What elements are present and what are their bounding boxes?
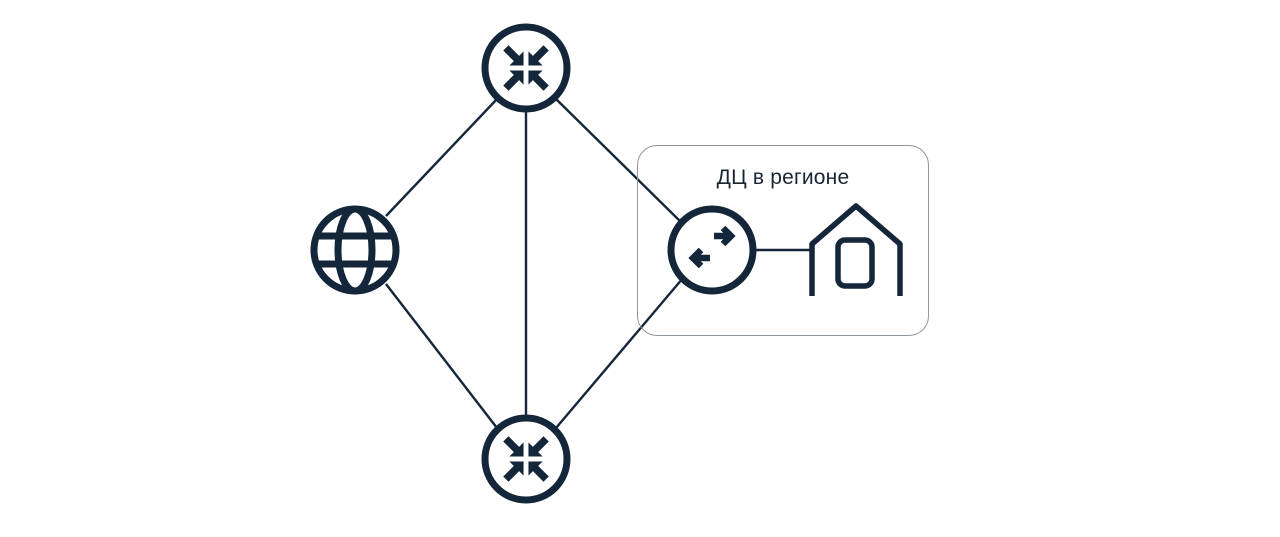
gateway-node[interactable] (667, 205, 757, 295)
exchange-arrows-icon (688, 225, 736, 269)
globe-icon (310, 205, 400, 295)
edges (385, 98, 811, 429)
compress-arrows-icon (503, 45, 549, 91)
router-bottom-node[interactable] (481, 414, 571, 504)
region-label: ДЦ в регионе (716, 166, 850, 189)
edge-router-bottom-gateway (555, 277, 684, 429)
node-ring (667, 205, 757, 295)
region-datacenter-box (637, 145, 929, 336)
datacenter-node[interactable] (809, 203, 903, 296)
edge-internet-router-bottom (385, 283, 498, 429)
edge-internet-router-top (385, 98, 498, 217)
edge-router-top-gateway (555, 98, 684, 225)
node-ring (481, 23, 571, 113)
node-ring (481, 414, 571, 504)
compress-arrows-icon (503, 436, 549, 482)
house-icon (809, 203, 903, 296)
internet-node[interactable] (310, 205, 400, 295)
router-top-node[interactable] (481, 23, 571, 113)
